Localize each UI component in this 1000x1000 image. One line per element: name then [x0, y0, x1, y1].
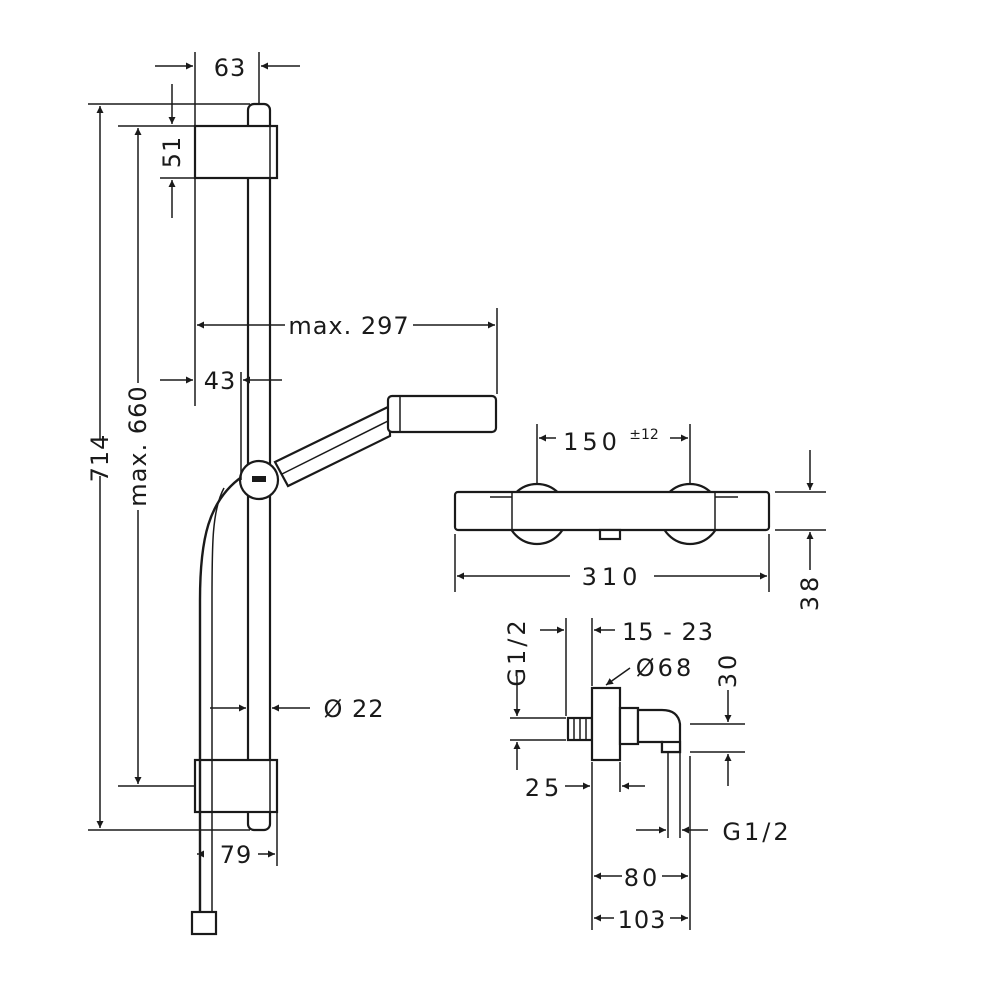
shower-hose — [198, 475, 244, 925]
dim-38: 38 — [796, 573, 824, 612]
dim-79: 79 — [220, 841, 253, 869]
dim-15-23: 15 - 23 — [622, 618, 714, 646]
dim-63: 63 — [214, 54, 247, 82]
dim-310: 310 — [582, 563, 643, 591]
dim-150: 150 — [563, 428, 621, 456]
dim-25: 25 — [525, 774, 564, 802]
rail-dimensions: 63 51 714 max. 660 max. 297 43 Ø 22 79 — [86, 52, 498, 869]
thermostat-front-view — [453, 482, 771, 546]
eccentric-outlet — [660, 740, 682, 754]
hand-shower-head — [386, 394, 498, 434]
s-union-side-view — [566, 686, 682, 838]
dim-dia-68: Ø68 — [636, 654, 694, 682]
dim-714: 714 — [86, 434, 114, 483]
dim-tolerance-12: ±12 — [629, 427, 659, 443]
dim-30: 30 — [714, 652, 742, 689]
hose-connector — [190, 910, 218, 936]
dim-max-297: max. 297 — [288, 312, 409, 340]
shower-rail-assembly — [190, 102, 498, 936]
union-nut — [618, 706, 640, 746]
cover-rosette — [590, 686, 622, 762]
dim-g12-outlet: G1/2 — [722, 818, 791, 846]
bottom-wall-bracket — [193, 758, 279, 814]
top-wall-bracket — [193, 124, 279, 180]
s-union-dimensions: G1/2 15 - 23 Ø68 30 25 G1/2 80 103 — [503, 617, 791, 934]
dim-max-660: max. 660 — [124, 385, 152, 506]
dim-51: 51 — [158, 136, 186, 169]
dim-dia-22: Ø 22 — [323, 695, 384, 723]
hand-shower-handle — [273, 404, 392, 488]
dim-103: 103 — [618, 906, 667, 934]
shower-hose-inner — [211, 487, 225, 925]
thermostat-outlet — [598, 528, 622, 541]
dim-g12-inlet: G1/2 — [503, 617, 531, 686]
thermostat-dimensions: 150 ±12 310 38 — [454, 424, 826, 612]
dim-43: 43 — [204, 367, 237, 395]
dim-80: 80 — [624, 864, 661, 892]
